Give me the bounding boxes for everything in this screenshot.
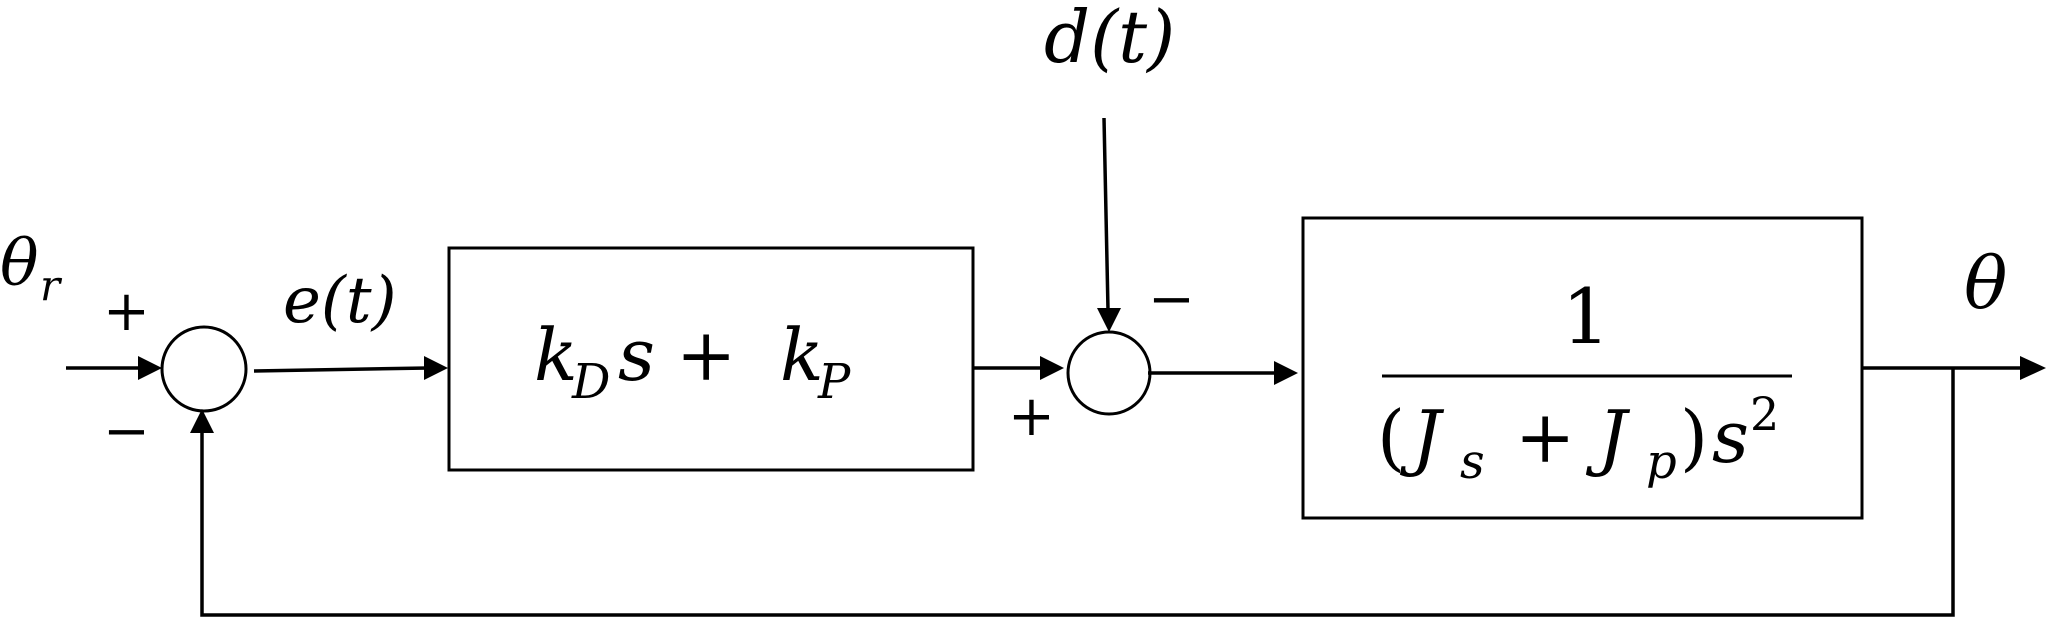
plant-close-paren: ): [1680, 395, 1708, 479]
controller-plus: +: [676, 313, 736, 397]
controller-transfer-function: k D s + k P: [534, 313, 851, 410]
sum2-plus-sign: +: [1008, 384, 1055, 449]
error-arrow: [253, 356, 448, 380]
reference-subscript: r: [40, 261, 63, 310]
sum1-plus-sign: +: [103, 279, 150, 344]
controller-kd: k: [534, 313, 578, 397]
sum2-minus-sign: −: [1148, 267, 1195, 332]
sum1-minus-sign: −: [103, 399, 150, 464]
feedback-arrowhead: [190, 409, 214, 433]
error-signal-label: e(t): [283, 264, 397, 338]
feedback-wire: [200, 368, 1955, 617]
plant-js-subscript: s: [1460, 434, 1485, 490]
plant-plus: +: [1515, 395, 1575, 479]
plant-input-arrow: [1148, 361, 1298, 385]
controller-kp-subscript: P: [817, 354, 851, 410]
controller-kp: k: [780, 313, 824, 397]
error-wire: [253, 366, 429, 373]
plant-numerator: 1: [1562, 272, 1610, 361]
output-label: θ: [1964, 241, 2007, 325]
plant-s: s: [1712, 395, 1749, 479]
input-arrowhead: [138, 356, 162, 380]
controller-block: [447, 246, 975, 472]
plant-open-paren: (: [1377, 395, 1405, 479]
plant-transfer-function: 1 ( J s + J p ) s 2: [1377, 272, 1792, 490]
error-arrowhead: [424, 356, 448, 380]
plant-power: 2: [1750, 387, 1779, 441]
control-arrow: [973, 356, 1064, 380]
disturbance-arrow: [1097, 117, 1121, 332]
reference-label: θ r: [0, 227, 63, 310]
disturbance-arrowhead: [1097, 308, 1121, 332]
summing-junction-2: [1066, 330, 1152, 416]
plant-jp-subscript: p: [1646, 434, 1677, 490]
disturbance-wire: [1102, 117, 1110, 311]
output-arrow: [1862, 356, 2046, 380]
controller-kd-subscript: D: [571, 354, 610, 410]
feedback-path: [190, 368, 1955, 617]
output-arrowhead: [2020, 356, 2046, 380]
disturbance-label: d(t): [1044, 0, 1175, 79]
control-arrowhead: [1040, 356, 1064, 380]
summing-junction-1: [160, 325, 248, 413]
controller-s: s: [618, 313, 655, 397]
plant-input-arrowhead: [1274, 361, 1298, 385]
input-arrow: [66, 356, 162, 380]
reference-symbol: θ: [0, 227, 39, 301]
